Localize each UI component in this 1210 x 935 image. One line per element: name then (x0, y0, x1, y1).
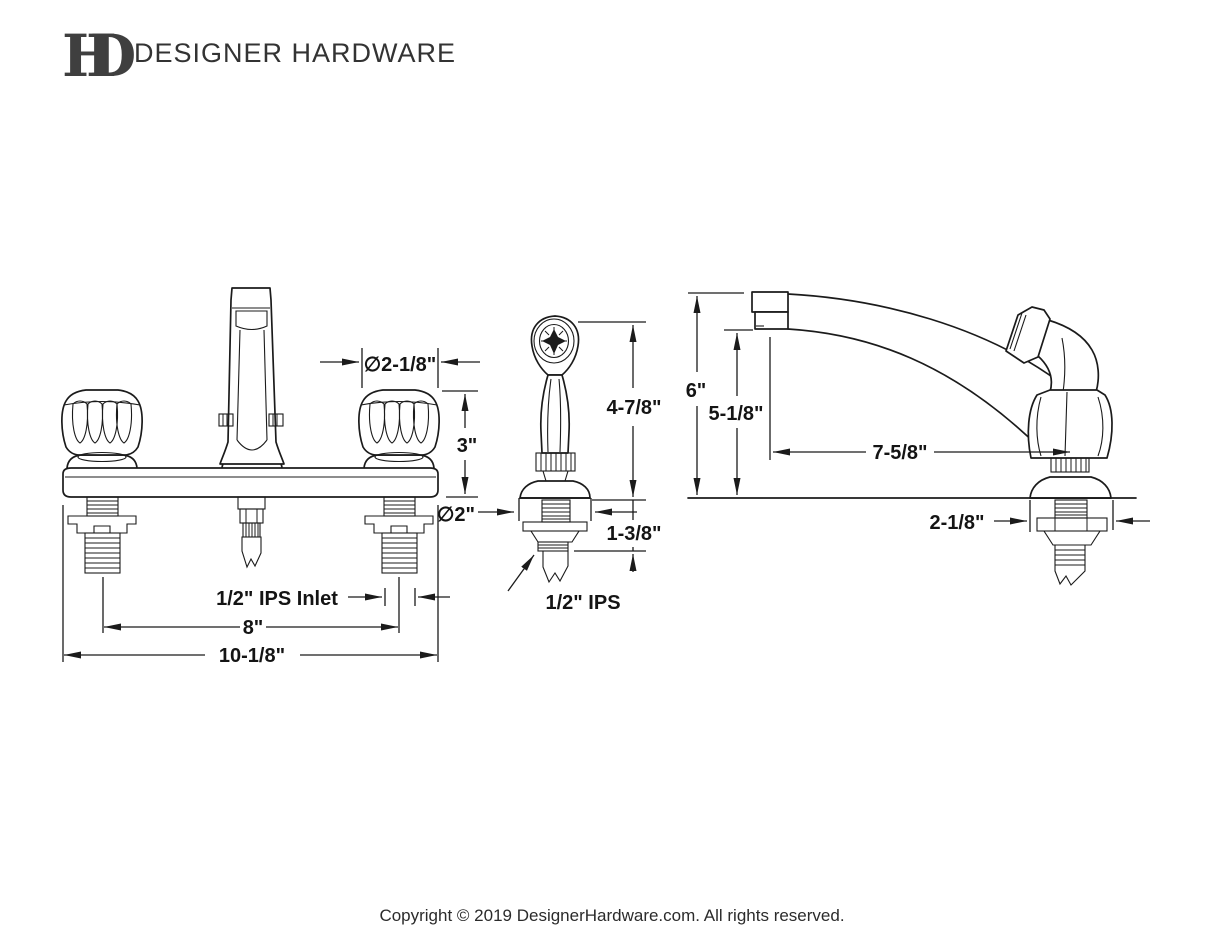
deck-plate (62, 467, 439, 498)
dim-handle-height: 3" (442, 390, 478, 498)
svg-text:7-5/8": 7-5/8" (872, 442, 927, 464)
supply-shank (67, 496, 137, 574)
svg-text:∅2": ∅2" (437, 504, 475, 526)
header: H D DESIGNER HARDWARE (62, 22, 456, 90)
svg-text:6": 6" (686, 380, 707, 402)
left-mount-tab (218, 413, 234, 427)
spout-top-curve (787, 293, 1063, 385)
dim-base-width: 2-1/8" (929, 500, 1150, 534)
svg-text:4-7/8": 4-7/8" (606, 397, 661, 419)
supply-shank-right (364, 496, 434, 574)
side-holder-body (1027, 389, 1113, 499)
svg-text:1/2" IPS Inlet: 1/2" IPS Inlet (216, 588, 338, 610)
footer: Copyright © 2019 DesignerHardware.com. A… (379, 906, 844, 925)
sprayer-body (535, 374, 576, 482)
dim-faucet-centers: 8" (102, 577, 400, 639)
side-shank (1036, 499, 1108, 586)
side-sprayer-head (1005, 306, 1100, 393)
label-sprayer-thread: 1/2" IPS (507, 554, 621, 614)
svg-text:1/2" IPS: 1/2" IPS (545, 592, 620, 614)
spout-column (218, 287, 285, 465)
dim-outlet-height: 5-1/8" (708, 329, 764, 495)
svg-text:2-1/8": 2-1/8" (929, 512, 984, 534)
right-mount-tab (268, 413, 284, 427)
dim-sprayer-height: 4-7/8" (578, 321, 662, 501)
dim-spout-reach: 7-5/8" (769, 337, 1070, 464)
copyright-text: Copyright © 2019 DesignerHardware.com. A… (379, 906, 844, 925)
handle-knob-right (358, 389, 440, 463)
brand-monogram-d-icon: D (86, 22, 136, 90)
spray-nozzle-icon (542, 329, 566, 354)
dim-overall-width: 10-1/8" (62, 505, 439, 667)
dim-sprayer-base-pointers (518, 498, 637, 521)
brand-monogram-h-icon: H (62, 22, 117, 90)
label-ips-inlet: 1/2" IPS Inlet (216, 588, 450, 610)
svg-text:3": 3" (457, 435, 478, 457)
spout-bottom-curve (787, 328, 1042, 450)
svg-text:5-1/8": 5-1/8" (708, 403, 763, 425)
dim-sprayer-base-diameter: ∅2" (437, 504, 514, 526)
svg-text:10-1/8": 10-1/8" (219, 645, 285, 667)
side-view: 6" 5-1/8" 7-5/8" 2-1/8" (686, 291, 1150, 586)
handle-knob (61, 389, 143, 463)
spout-nozzle (751, 291, 789, 330)
brand-name: DESIGNER HARDWARE (134, 38, 456, 68)
sprayer-view: 4-7/8" 1-3/8" 1/2" IPS (507, 315, 662, 614)
dim-sprayer-shank: 1-3/8" (574, 500, 662, 572)
svg-text:∅2-1/8": ∅2-1/8" (364, 354, 437, 376)
svg-text:8": 8" (243, 617, 264, 639)
dim-handle-diameter: ∅2-1/8" (320, 348, 480, 388)
dim-spout-height: 6" (686, 292, 744, 495)
svg-text:1-3/8": 1-3/8" (606, 523, 661, 545)
front-view: ∅2-1/8" 3" ∅2" 1/2" IPS Inlet 8" (61, 287, 514, 667)
sprayer-head (530, 315, 580, 376)
sprayer-base (519, 480, 591, 584)
spout-tailpiece (237, 496, 266, 569)
